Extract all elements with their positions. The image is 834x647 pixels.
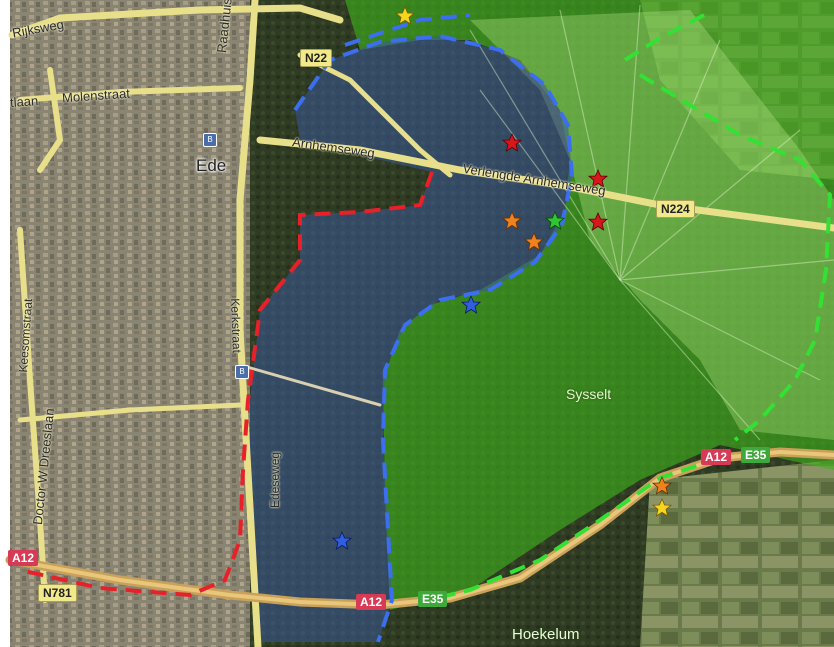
blue-boundary-top — [344, 13, 471, 47]
road-shield-a12-right[interactable]: A12 — [701, 449, 732, 465]
star-icon[interactable] — [588, 212, 608, 231]
star-icon[interactable] — [588, 169, 608, 188]
farmland-southeast — [640, 460, 834, 647]
station-icon[interactable]: B — [235, 365, 249, 379]
star-icon[interactable] — [461, 295, 481, 314]
green-zone-overlay — [345, 0, 834, 610]
star-icon[interactable] — [652, 476, 672, 495]
left-margin — [0, 0, 10, 647]
star-icon[interactable] — [652, 498, 672, 517]
red-boundary-line — [19, 171, 434, 598]
star-icon[interactable] — [502, 133, 522, 152]
road-shield-n224[interactable]: N224 — [656, 200, 695, 218]
blue-boundary-line — [293, 33, 575, 643]
green-boundary-line — [419, 10, 833, 604]
blue-zone-overlay — [250, 36, 572, 642]
star-icon[interactable] — [545, 211, 565, 230]
road-shield-a12-center[interactable]: A12 — [356, 594, 387, 610]
station-icon[interactable]: B — [203, 133, 217, 147]
road-shield-e35-center[interactable]: E35 — [418, 591, 448, 607]
star-icon[interactable] — [502, 211, 522, 230]
road-shield-a12-left[interactable]: A12 — [8, 550, 39, 566]
star-icon[interactable] — [332, 531, 352, 550]
road-shield-e35-right[interactable]: E35 — [741, 447, 771, 463]
road-shield-n781[interactable]: N781 — [38, 584, 77, 602]
road-shield-n22[interactable]: N22 — [300, 49, 333, 67]
star-icon[interactable] — [524, 232, 544, 251]
star-icon[interactable] — [395, 6, 415, 25]
